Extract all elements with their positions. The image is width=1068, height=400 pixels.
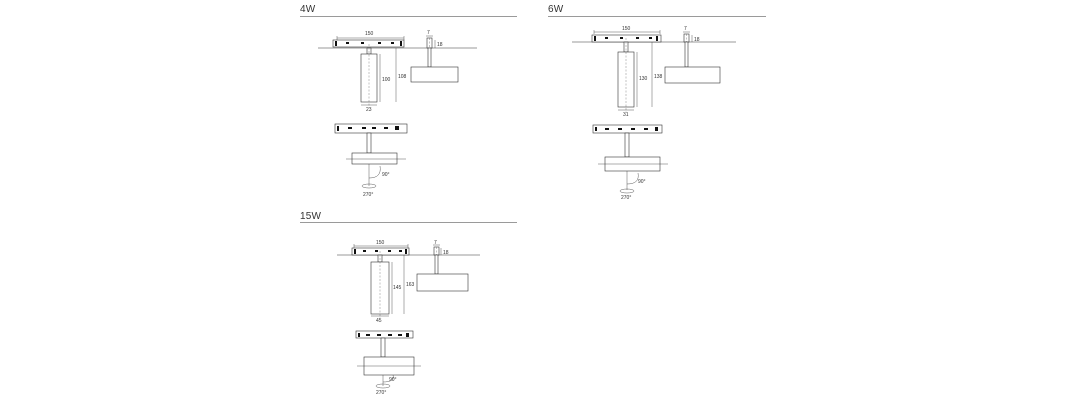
section-title-15w: 15W — [300, 211, 322, 222]
dim-body-height: 130 — [639, 76, 648, 82]
front-view-15w: 150 145 163 45 — [337, 240, 480, 324]
rotation-view-6w: 90° 270° — [592, 124, 668, 201]
angle-tilt: 90° — [382, 172, 390, 178]
dim-clip-height: 18 — [443, 250, 449, 256]
section-title-4w: 4W — [300, 4, 316, 15]
dim-track-width: 150 — [365, 31, 374, 37]
dim-track-width: 150 — [376, 240, 385, 246]
dim-clip-height: 18 — [437, 42, 443, 48]
angle-rotate: 270° — [363, 192, 373, 198]
dim-body-width: 31 — [623, 112, 629, 118]
dim-side-height: 163 — [406, 282, 415, 288]
front-view-6w: 150 130 138 31 — [572, 26, 736, 118]
dim-side-height: 138 — [654, 74, 663, 80]
dim-clip-height: 18 — [694, 37, 700, 43]
section-title-6w: 6W — [548, 4, 564, 15]
angle-rotate: 270° — [376, 390, 386, 396]
dim-body-width: 23 — [366, 107, 372, 113]
angle-tilt: 90° — [389, 377, 397, 383]
side-view-4w: 7 18 — [410, 30, 459, 83]
dim-clip-width: 7 — [434, 240, 437, 246]
section-divider-4w — [300, 16, 517, 17]
angle-tilt: 90° — [638, 179, 646, 185]
dim-track-width: 150 — [622, 26, 631, 32]
side-view-6w: 7 18 — [664, 26, 721, 84]
rotation-view-4w: 90° 270° — [334, 123, 408, 198]
dim-body-height: 145 — [393, 285, 402, 291]
dim-clip-width: 7 — [684, 26, 687, 32]
front-view-4w: 150 100 108 23 — [318, 31, 477, 113]
dim-side-height: 108 — [398, 74, 407, 80]
section-divider-6w — [548, 16, 766, 17]
angle-rotate: 270° — [621, 195, 631, 201]
rotation-view-15w: 90° 270° — [355, 330, 421, 396]
dim-body-height: 100 — [382, 77, 391, 83]
side-view-15w: 7 18 — [416, 240, 469, 292]
section-divider-15w — [300, 222, 517, 223]
dim-clip-width: 7 — [427, 30, 430, 36]
dim-body-width: 45 — [376, 318, 382, 324]
